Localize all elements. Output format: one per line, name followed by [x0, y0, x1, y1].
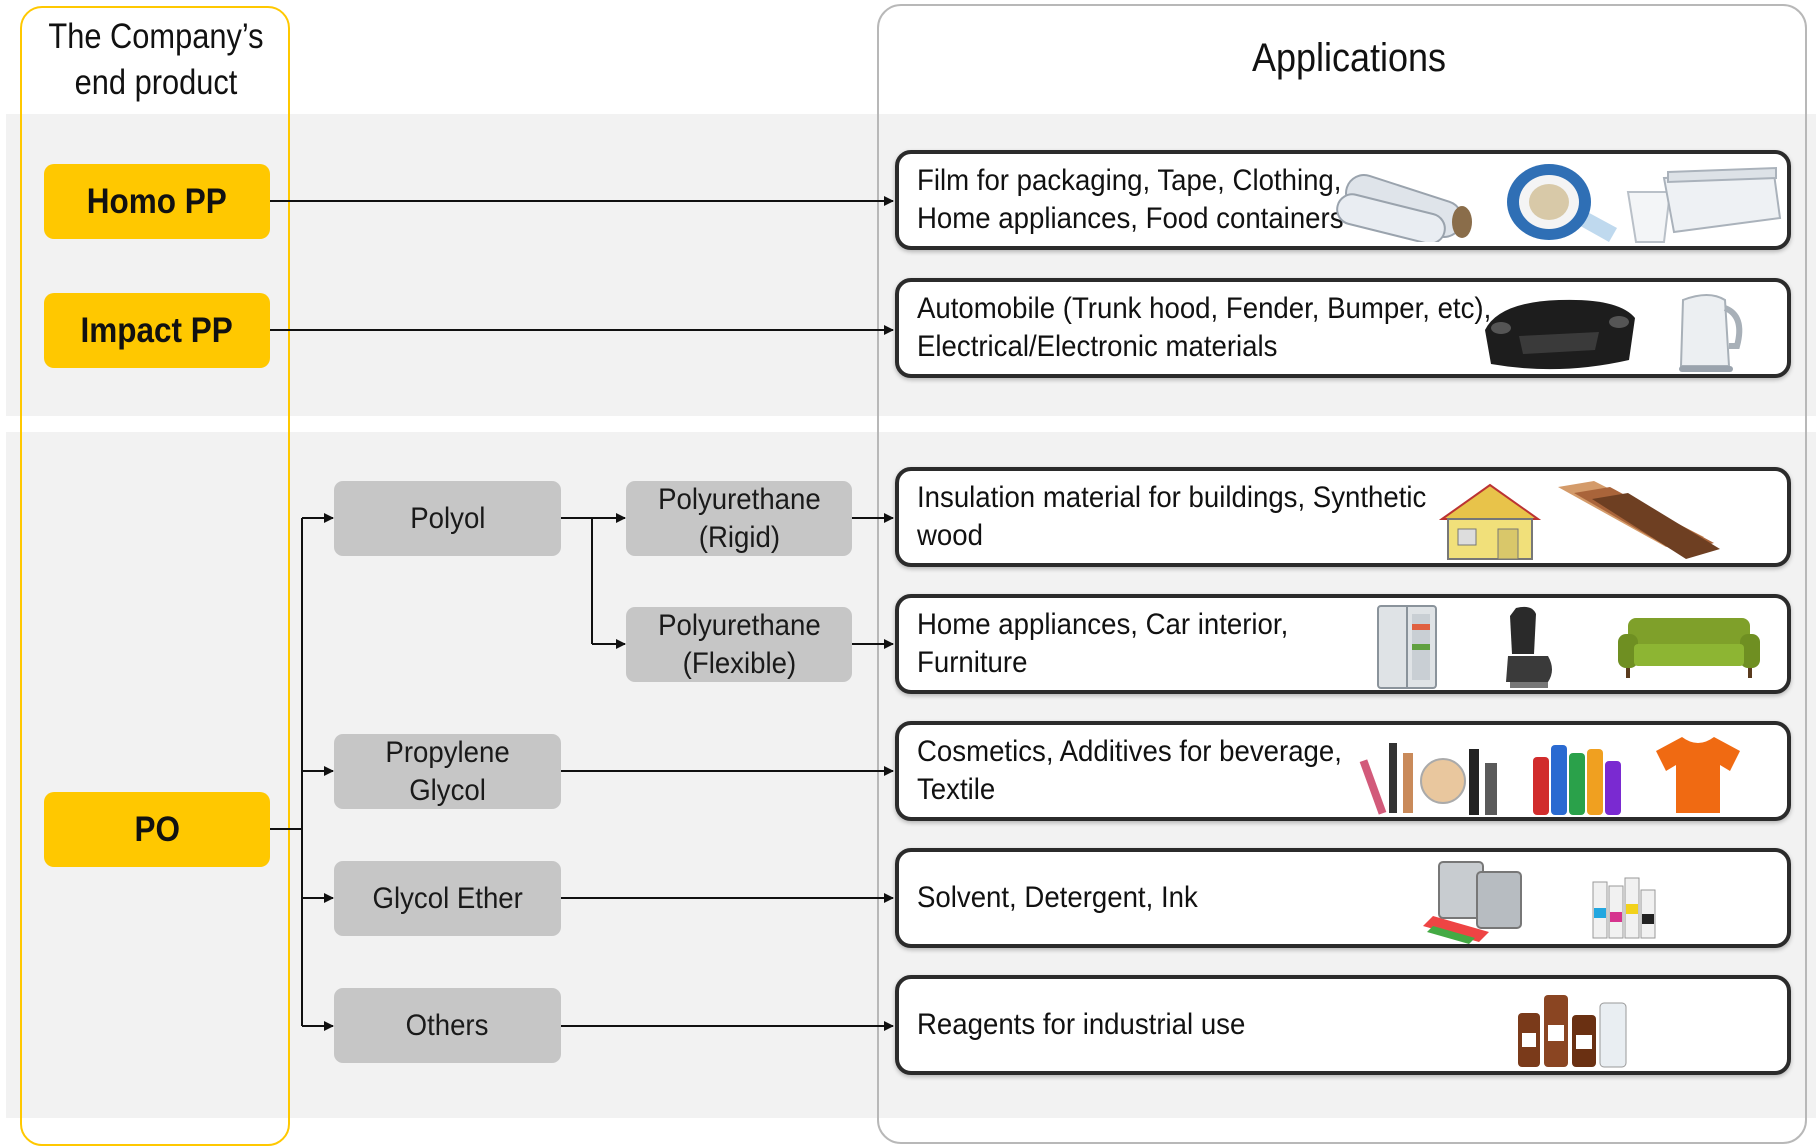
paint-cans-icon	[1423, 861, 1522, 944]
film-roll-icon	[1336, 174, 1472, 242]
application-box-propylene-glycol: Cosmetics, Additives for beverage, Texti…	[895, 721, 1791, 821]
intermediate-glycol-ether: Glycol Ether	[334, 861, 561, 936]
application-text-impact-pp: Automobile (Trunk hood, Fender, Bumper, …	[917, 292, 1492, 363]
application-text-pu-rigid: Insulation material for buildings, Synth…	[917, 481, 1427, 552]
connector-lines	[270, 196, 894, 1031]
reagent-bottles-icon	[1518, 995, 1627, 1068]
application-box-pu-rigid: Insulation material for buildings, Synth…	[895, 467, 1791, 567]
building-insulation-icon	[1438, 483, 1542, 560]
application-text-others: Reagents for industrial use	[917, 1008, 1246, 1041]
product-po: PO	[44, 792, 270, 867]
application-box-impact-pp: Automobile (Trunk hood, Fender, Bumper, …	[895, 278, 1791, 378]
application-text-pu-flexible: Home appliances, Car interior, Furniture	[917, 608, 1289, 679]
refrigerator-icon	[1377, 605, 1437, 689]
tape-icon	[1507, 164, 1617, 242]
application-text-propylene-glycol: Cosmetics, Additives for beverage, Texti…	[917, 735, 1342, 806]
intermediate-others: Others	[334, 988, 561, 1063]
application-box-homo-pp: Film for packaging, Tape, Clothing, Home…	[895, 150, 1791, 250]
applications-header: Applications	[1251, 36, 1447, 80]
product-impact-pp: Impact PP	[44, 293, 270, 368]
synthetic-wood-icon	[1558, 481, 1720, 559]
beverage-bottles-icon	[1533, 745, 1621, 815]
company-product-header: The Company’s end product	[48, 17, 264, 102]
electric-kettle-icon	[1679, 294, 1743, 372]
intermediate-propylene-glycol: Propylene Glycol	[334, 734, 561, 809]
product-homo-pp: Homo PP	[44, 164, 270, 239]
intermediate-pu-rigid: Polyurethane (Rigid)	[626, 481, 852, 556]
cosmetics-icon	[1359, 743, 1497, 815]
car-bumper-icon	[1485, 299, 1635, 370]
application-box-glycol-ether: Solvent, Detergent, Ink	[895, 848, 1791, 948]
application-text-glycol-ether: Solvent, Detergent, Ink	[917, 881, 1198, 914]
t-shirt-icon	[1656, 737, 1740, 813]
application-text-homo-pp: Film for packaging, Tape, Clothing, Home…	[917, 164, 1344, 235]
application-box-pu-flexible: Home appliances, Car interior, Furniture	[895, 594, 1791, 694]
intermediate-polyol: Polyol	[334, 481, 561, 556]
food-container-icon	[1626, 166, 1782, 243]
intermediate-pu-flexible: Polyurethane (Flexible)	[626, 607, 852, 682]
car-seat-icon	[1506, 606, 1552, 688]
application-box-others: Reagents for industrial use	[895, 975, 1791, 1075]
ink-bottles-icon	[1592, 877, 1656, 939]
sofa-icon	[1618, 618, 1760, 678]
